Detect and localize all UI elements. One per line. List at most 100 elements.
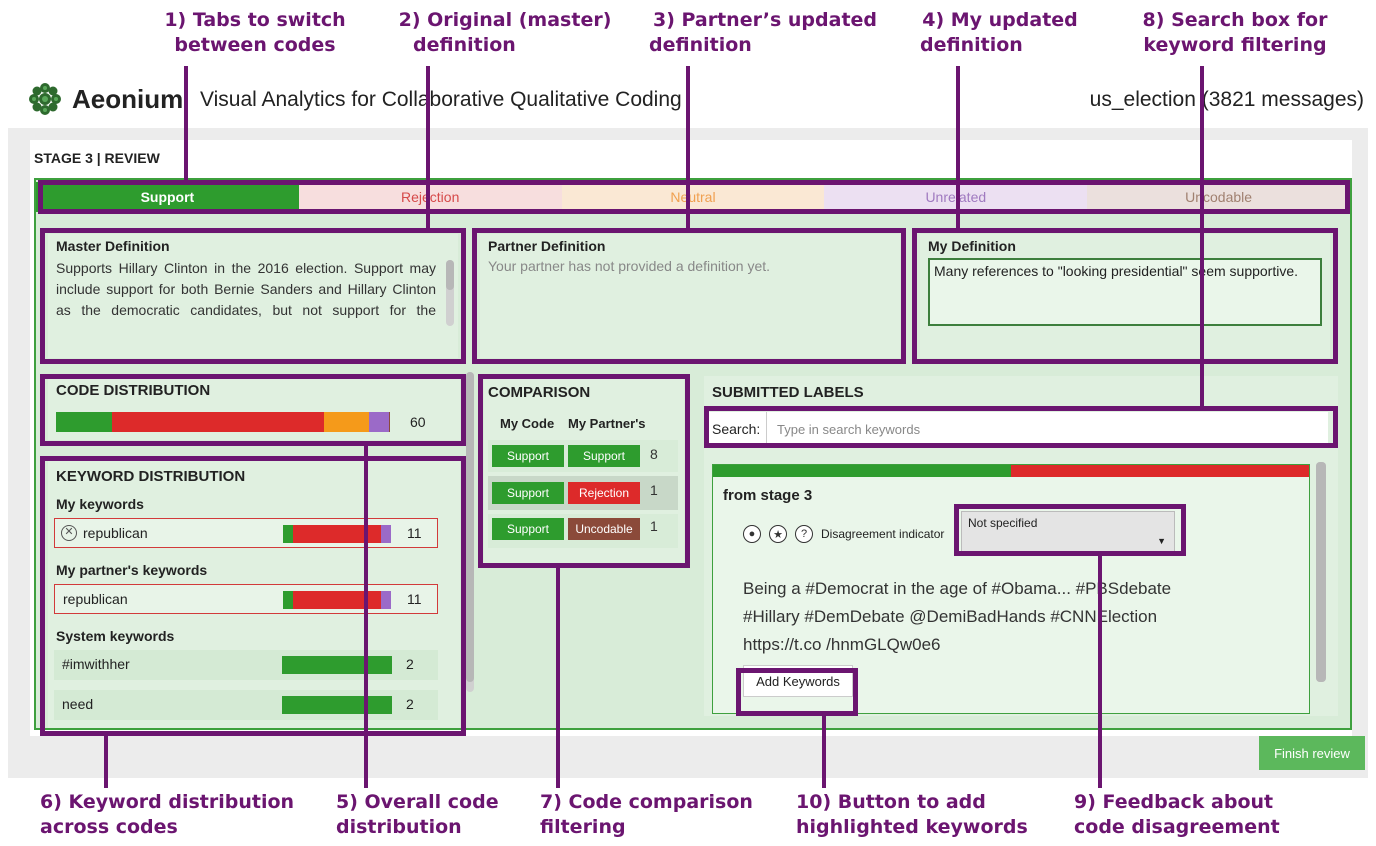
add-keywords-button[interactable]: Add Keywords <box>743 665 853 697</box>
partner-definition-panel: Partner Definition Your partner has not … <box>480 234 900 358</box>
comparison-my-code-button[interactable]: Support <box>492 518 564 540</box>
partner-keywords-label: My partner's keywords <box>56 562 208 578</box>
system-keyword-count: 2 <box>406 696 414 712</box>
search-box: Search: <box>708 412 1328 446</box>
code-dist-seg-uncodable <box>388 412 390 432</box>
callout-4-line2: definition <box>920 34 1023 56</box>
keyword-distribution-title: KEYWORD DISTRIBUTION <box>56 468 246 485</box>
leader-line-1 <box>184 66 188 184</box>
callout-9-line1: 9) Feedback about <box>1074 791 1274 813</box>
callout-8-line2: keyword filtering <box>1143 34 1327 56</box>
leader-line-2 <box>426 66 430 232</box>
message-card: from stage 3 ● ★ ? Disagreement indicato… <box>712 464 1310 714</box>
callout-6-line1: 6) Keyword distribution <box>40 791 295 813</box>
code-distribution-panel: CODE DISTRIBUTION 60 <box>48 376 460 440</box>
comparison-partner-code-button[interactable]: Rejection <box>568 482 640 504</box>
submitted-labels-panel: SUBMITTED LABELS Search: from stage 3 ● … <box>704 376 1338 716</box>
master-scroll-thumb[interactable] <box>446 260 454 290</box>
search-input[interactable] <box>766 412 1322 446</box>
my-keyword-label: republican <box>83 525 148 541</box>
finish-review-button[interactable]: Finish review <box>1259 736 1365 770</box>
master-definition-panel: Master Definition Supports Hillary Clint… <box>48 234 458 358</box>
code-dist-seg-rejection <box>112 412 325 432</box>
comparison-partner-code-button[interactable]: Support <box>568 445 640 467</box>
system-keyword-bar <box>282 656 392 674</box>
code-distribution-bar <box>56 412 390 432</box>
tag-icon[interactable]: ● <box>743 525 761 543</box>
my-keyword-row[interactable]: ✕ republican 11 <box>54 518 438 548</box>
callout-2-line2: definition <box>413 34 516 56</box>
callout-2: 2) Original (master) definition <box>385 8 625 58</box>
kw-seg-rejection <box>292 525 382 543</box>
my-definition-title: My Definition <box>928 238 1016 254</box>
help-icon[interactable]: ? <box>795 525 813 543</box>
message-card-title: from stage 3 <box>723 487 813 504</box>
tab-rejection[interactable]: Rejection <box>298 182 562 212</box>
callout-4-line1: 4) My updated <box>922 9 1078 31</box>
callout-10-line1: 10) Button to add <box>796 791 986 813</box>
tab-unrelated[interactable]: Unrelated <box>824 182 1088 212</box>
master-scrollbar[interactable] <box>446 260 454 326</box>
labels-scrollbar[interactable] <box>1316 462 1326 682</box>
agreement-seg-support <box>713 465 1011 477</box>
leader-line-6 <box>104 732 108 788</box>
partner-keyword-row[interactable]: republican 11 <box>54 584 438 614</box>
callout-4: 4) My updated definition <box>910 8 1090 58</box>
my-keywords-label: My keywords <box>56 496 144 512</box>
comparison-title: COMPARISON <box>488 384 591 401</box>
disagreement-select[interactable]: Not specified ▼ <box>961 511 1175 555</box>
callout-5-line2: distribution <box>336 816 462 838</box>
comparison-count: 1 <box>650 482 658 498</box>
comparison-col-mine: My Code <box>500 416 555 431</box>
system-keyword-row[interactable]: need 2 <box>54 690 438 720</box>
system-keyword-count: 2 <box>406 656 414 672</box>
callout-2-line1: 2) Original (master) <box>398 9 612 31</box>
tab-uncodable[interactable]: Uncodable <box>1087 182 1350 212</box>
master-definition-text: Supports Hillary Clinton in the 2016 ele… <box>56 260 436 318</box>
code-dist-seg-unrelated <box>369 412 389 432</box>
leader-line-9 <box>1098 552 1102 788</box>
callout-3-line1: 3) Partner’s updated <box>652 9 878 31</box>
comparison-partner-code-button[interactable]: Uncodable <box>568 518 640 540</box>
leader-line-8 <box>1200 66 1204 410</box>
callout-7-line2: filtering <box>540 816 626 838</box>
system-keywords-label: System keywords <box>56 628 175 644</box>
partner-definition-text: Your partner has not provided a definiti… <box>488 258 771 274</box>
partner-keyword-count: 11 <box>407 591 422 607</box>
star-icon[interactable]: ★ <box>769 525 787 543</box>
my-definition-input[interactable]: Many references to "looking presidential… <box>928 258 1322 326</box>
system-keyword-row[interactable]: #imwithher 2 <box>54 650 438 680</box>
comparison-count: 1 <box>650 518 658 534</box>
leader-line-7 <box>556 564 560 788</box>
comparison-panel: COMPARISON My Code My Partner's Support … <box>484 378 684 564</box>
my-definition-panel: My Definition Many references to "lookin… <box>920 234 1330 358</box>
kw-seg-support <box>283 525 293 543</box>
comparison-my-code-button[interactable]: Support <box>492 445 564 467</box>
callout-9: 9) Feedback about code disagreement <box>1074 790 1314 840</box>
dataset-label: us_election (3821 messages) <box>1089 88 1364 111</box>
callout-8: 8) Search box for keyword filtering <box>1130 8 1340 58</box>
remove-keyword-icon[interactable]: ✕ <box>61 525 77 541</box>
callout-6: 6) Keyword distribution across codes <box>40 790 300 840</box>
tab-neutral[interactable]: Neutral <box>561 182 825 212</box>
keyword-distribution-panel: KEYWORD DISTRIBUTION My keywords ✕ repub… <box>48 458 460 728</box>
callout-9-line2: code disagreement <box>1074 816 1280 838</box>
my-keyword-bar <box>283 525 391 543</box>
partner-definition-title: Partner Definition <box>488 238 606 254</box>
callout-7-line1: 7) Code comparison <box>540 791 753 813</box>
system-keyword-label: #imwithher <box>62 656 130 672</box>
callout-1: 1) Tabs to switch between codes <box>150 8 360 58</box>
callout-3: 3) Partner’s updated definition <box>645 8 885 58</box>
left-column-scroll-thumb[interactable] <box>466 372 474 682</box>
tab-support[interactable]: Support <box>36 182 299 212</box>
left-column-scrollbar[interactable] <box>466 372 474 692</box>
leader-line-3 <box>686 66 690 232</box>
master-definition-title: Master Definition <box>56 238 170 254</box>
code-distribution-title: CODE DISTRIBUTION <box>56 382 211 399</box>
labels-scroll-thumb[interactable] <box>1316 462 1326 682</box>
code-dist-seg-neutral <box>324 412 370 432</box>
comparison-count: 8 <box>650 446 658 462</box>
system-keyword-label: need <box>62 696 94 712</box>
disagreement-select-value: Not specified <box>968 516 1038 530</box>
comparison-my-code-button[interactable]: Support <box>492 482 564 504</box>
